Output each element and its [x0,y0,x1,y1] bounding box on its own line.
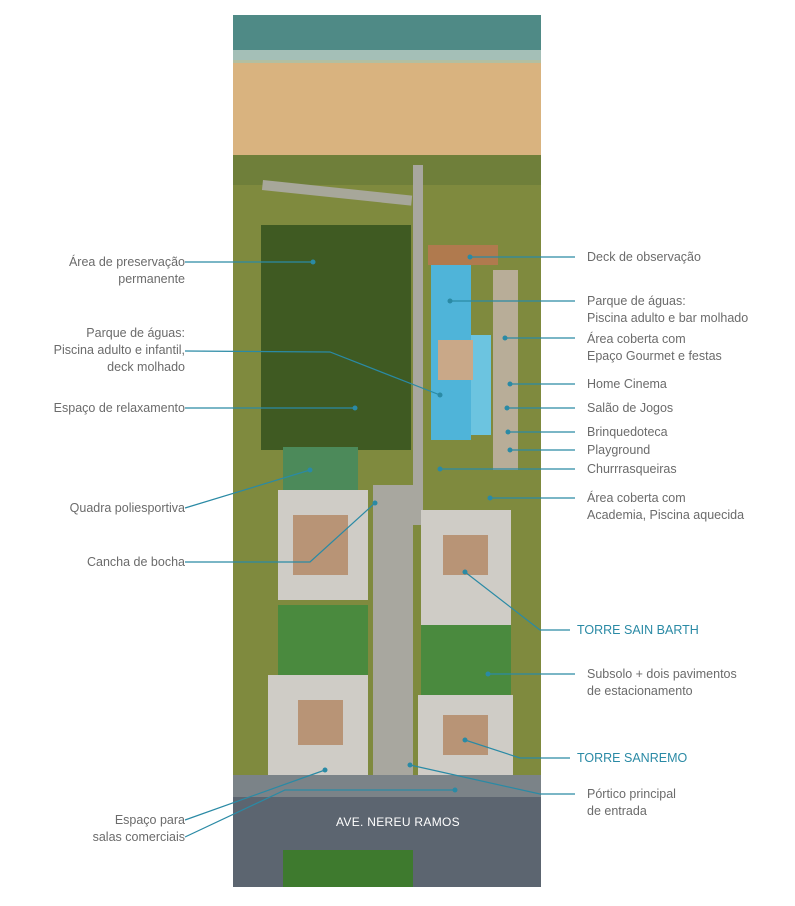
preservation-forest [261,225,411,450]
label-parking: Subsolo + dois pavimentos de estacionamen… [587,666,737,700]
label-water-park-left: Parque de águas: Piscina adulto e infanti… [54,325,185,376]
site-plan-aerial [233,15,541,887]
gourmet-area [493,270,518,470]
label-playground: Playground [587,443,651,457]
label-line: permanente [118,272,185,286]
label-sports-court: Quadra poliesportiva [69,501,185,515]
label-line: Parque de águas: [587,294,686,308]
label-water-park-right: Parque de águas: Piscina adulto e bar mol… [587,293,748,327]
label-bocce-court: Cancha de bocha [87,555,185,569]
beach [233,63,541,163]
label-line: Área coberta com [587,332,686,346]
label-line: Epaço Gourmet e festas [587,349,722,363]
label-tower-sain-barth: TORRE SAIN BARTH [577,623,699,637]
label-line: Pórtico principal [587,787,676,801]
street-name: AVE. NEREU RAMOS [336,815,460,829]
label-preservation-area: Área de preservação permanente [69,254,185,288]
label-game-room: Salão de Jogos [587,401,674,415]
label-line: salas comerciais [92,830,185,844]
label-tower-sanremo: TORRE SANREMO [577,751,688,765]
sports-court [283,447,358,492]
label-commercial-space: Espaço para salas comerciais [93,812,185,846]
label-line: Piscina adulto e bar molhado [587,311,749,325]
label-main-portico: Pórtico principal de entrada [587,786,676,820]
label-relaxation-space: Espaço de relaxamento [53,401,185,415]
label-line: de entrada [587,804,647,818]
label-toy-library: Brinquedoteca [587,425,668,439]
label-line: de estacionamento [587,684,693,698]
label-line: Academia, Piscina aquecida [587,508,745,522]
label-line: Espaço para [114,813,185,827]
label-line: Subsolo + dois pavimentos [587,667,737,681]
label-line: Área coberta com [587,491,686,505]
label-line: Parque de águas: [86,326,185,340]
deck [428,245,498,265]
label-home-cinema: Home Cinema [587,377,667,391]
label-line: deck molhado [107,360,185,374]
label-line: Área de preservação [68,255,185,269]
label-barbecue: Churrrasqueiras [587,462,677,476]
label-line: Piscina adulto e infantil, [53,343,185,357]
label-observation-deck: Deck de observação [587,250,701,264]
